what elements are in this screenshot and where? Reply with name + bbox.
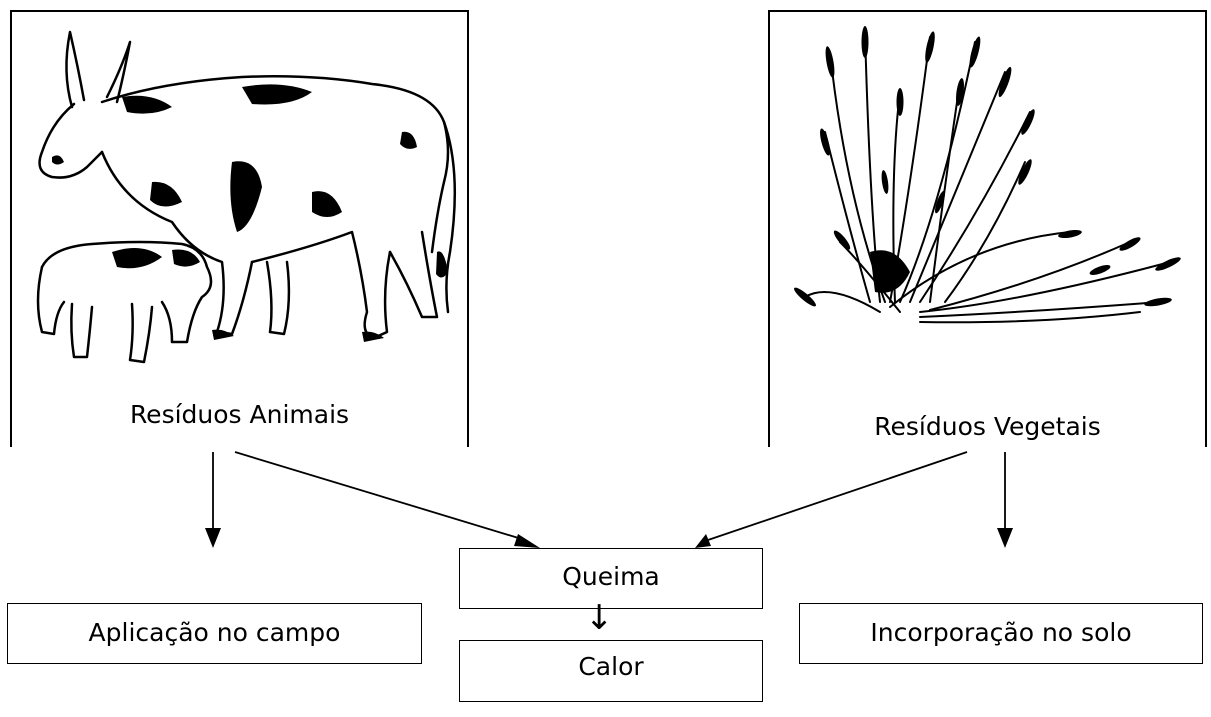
arrowhead-aplicacao: [205, 528, 221, 548]
arrowhead-queima-left: [514, 534, 540, 548]
arrow-animal-to-queima: [235, 452, 525, 540]
aplicacao-label: Aplicação no campo: [89, 618, 341, 647]
incorporacao-label: Incorporação no solo: [870, 618, 1131, 647]
aplicacao-no-campo-box: Aplicação no campo: [7, 603, 422, 664]
arrowhead-queima-right: [695, 534, 711, 548]
calor-label: Calor: [578, 649, 643, 685]
arrow-plant-to-queima: [708, 452, 967, 540]
arrowhead-incorporacao: [997, 528, 1013, 548]
incorporacao-no-solo-box: Incorporação no solo: [799, 603, 1203, 664]
calor-box: Calor: [459, 640, 763, 702]
down-arrow-icon: ↓: [585, 600, 614, 636]
queima-label: Queima: [562, 562, 660, 591]
